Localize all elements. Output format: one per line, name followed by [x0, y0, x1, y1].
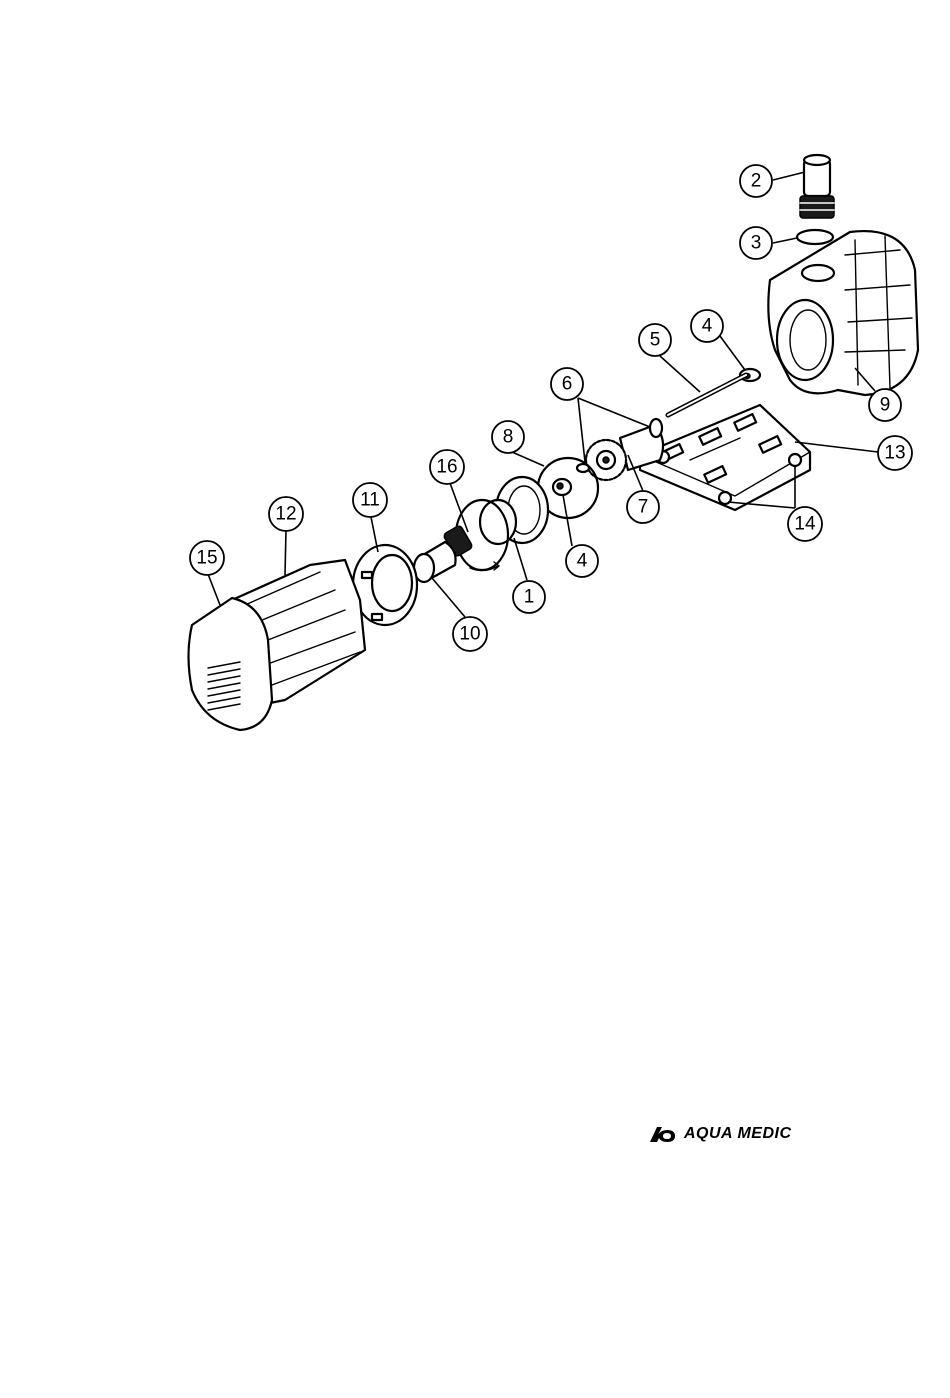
- callout-label: 13: [884, 443, 905, 464]
- callout-part-12: 12: [269, 497, 303, 531]
- callout-part-4-upper: 4: [691, 310, 723, 342]
- part-hose-adapter: [800, 155, 834, 218]
- callout-label: 11: [360, 490, 380, 511]
- part-bushing-lower: [553, 479, 571, 495]
- callout-part-14: 14: [788, 507, 822, 541]
- callout-label: 12: [275, 504, 296, 525]
- callout-part-1: 1: [513, 581, 545, 613]
- part-base-plate: [640, 405, 810, 510]
- callout-label: 15: [196, 548, 217, 569]
- part-pump-housing: [768, 231, 918, 395]
- callout-part-11: 11: [353, 483, 387, 517]
- part-intake-nozzle: [414, 525, 473, 582]
- callout-part-13: 13: [878, 436, 912, 470]
- callout-label: 16: [436, 457, 457, 478]
- callout-label: 5: [650, 330, 661, 351]
- callout-part-10: 10: [453, 617, 487, 651]
- part-ring-nut: [353, 545, 417, 625]
- callout-part-2: 2: [740, 165, 772, 197]
- callout-label: 6: [562, 374, 573, 395]
- callout-part-7: 7: [627, 491, 659, 523]
- brand-name: AQUA MEDIC: [684, 1125, 792, 1143]
- part-impeller: [586, 440, 626, 480]
- callout-label: 8: [503, 427, 514, 448]
- callout-label: 4: [577, 551, 588, 572]
- callout-part-6: 6: [551, 368, 583, 400]
- callout-part-16: 16: [430, 450, 464, 484]
- callout-part-5: 5: [639, 324, 671, 356]
- callout-part-15: 15: [190, 541, 224, 575]
- aqua-medic-logo-icon: [648, 1124, 678, 1144]
- brand-logo: AQUA MEDIC: [648, 1121, 792, 1147]
- callout-label: 10: [459, 624, 480, 645]
- callout-label: 3: [751, 233, 762, 254]
- callout-label: 14: [794, 514, 816, 535]
- callout-part-4-lower: 4: [566, 545, 598, 577]
- callout-label: 7: [638, 497, 649, 518]
- part-o-ring-top: [797, 230, 833, 244]
- callout-label: 4: [702, 316, 713, 337]
- part-impeller-housing: [480, 477, 548, 544]
- part-end-cap: [189, 598, 273, 730]
- callout-label: 1: [524, 587, 535, 608]
- callout-part-9: 9: [869, 389, 901, 421]
- callout-part-8: 8: [492, 421, 524, 453]
- callout-label: 2: [751, 171, 762, 192]
- callout-label: 9: [880, 395, 891, 416]
- callout-part-3: 3: [740, 227, 772, 259]
- leader-lines: [208, 172, 878, 617]
